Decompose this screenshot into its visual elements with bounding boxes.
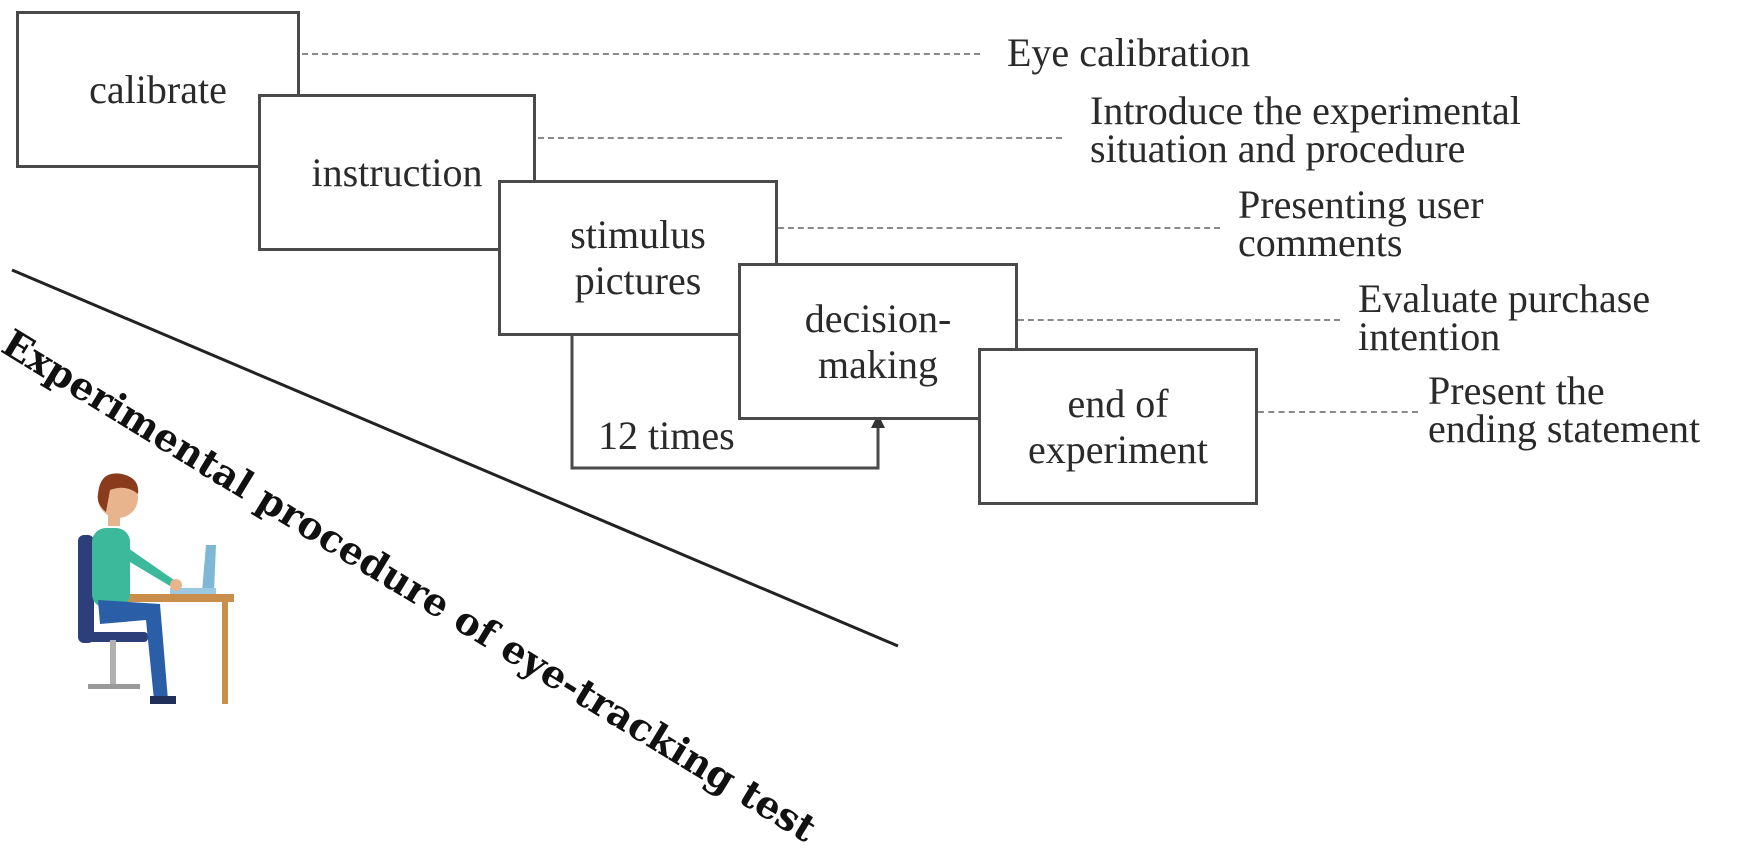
step-decision-label-line2: making	[818, 341, 938, 387]
description-stimulus-line1: Presenting user	[1238, 182, 1484, 227]
description-decision: Evaluate purchase intention	[1358, 276, 1651, 359]
leader-line-calibrate	[302, 53, 980, 55]
step-stimulus-label-line1: stimulus	[570, 212, 706, 257]
step-stimulus-label-line2: pictures	[574, 258, 702, 303]
person-at-laptop-icon	[78, 473, 234, 704]
description-decision-line2: intention	[1358, 314, 1501, 359]
step-decision-label-line1: decision-	[804, 295, 952, 341]
leader-line-instruction	[538, 137, 1062, 139]
eye-tracking-procedure-diagram: calibrate instruction stimulus pictures …	[0, 11, 1701, 851]
leader-line-decision	[1018, 319, 1340, 321]
description-calibrate-text: Eye calibration	[1007, 30, 1251, 75]
description-end-line1: Present the	[1428, 368, 1605, 413]
step-calibrate: calibrate	[16, 11, 300, 168]
loop-count-label: 12 times	[598, 413, 735, 458]
leader-line-end	[1258, 411, 1418, 413]
description-calibrate: Eye calibration	[1007, 30, 1251, 75]
description-instruction: Introduce the experimental situation and…	[1090, 88, 1521, 171]
description-end: Present the ending statement	[1428, 368, 1701, 451]
loop-arrow	[11, 268, 899, 648]
description-instruction-line1: Introduce the experimental	[1090, 88, 1521, 133]
description-end-line2: ending statement	[1428, 406, 1701, 451]
divider-line	[11, 268, 899, 648]
step-end-label-line1: end of	[1067, 380, 1169, 426]
leader-line-stimulus	[778, 227, 1220, 229]
description-stimulus: Presenting user comments	[1238, 182, 1484, 265]
step-calibrate-label: calibrate	[89, 66, 227, 112]
step-instruction: instruction	[258, 94, 536, 251]
step-stimulus-pictures: stimulus pictures	[498, 180, 778, 336]
step-end-label-line2: experiment	[1028, 426, 1208, 472]
step-instruction-label: instruction	[311, 149, 483, 195]
description-decision-line1: Evaluate purchase	[1358, 276, 1651, 321]
step-decision-making: decision- making	[738, 263, 1018, 420]
description-stimulus-line2: comments	[1238, 220, 1403, 265]
step-end-of-experiment: end of experiment	[978, 348, 1258, 505]
description-instruction-line2: situation and procedure	[1090, 126, 1466, 171]
